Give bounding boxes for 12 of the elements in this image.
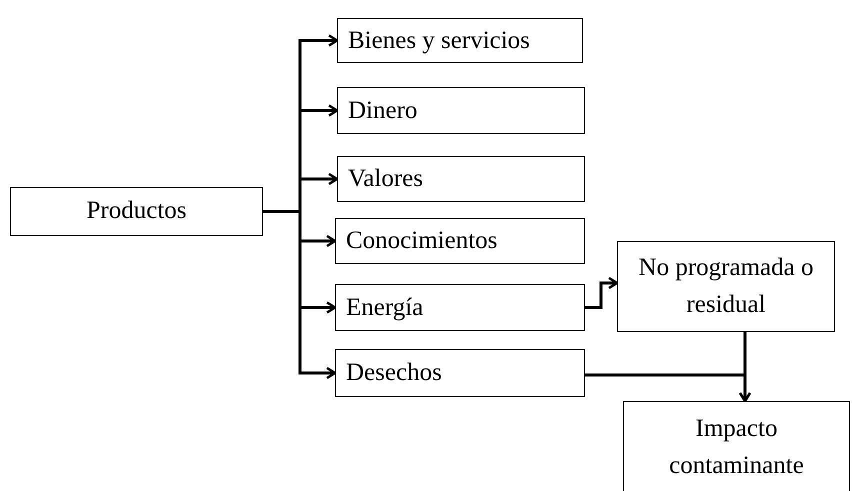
text-box: No programada o residual: [617, 241, 835, 332]
text-box: Dinero: [337, 87, 585, 134]
text-box: Productos: [10, 187, 263, 236]
text-box: Desechos: [335, 349, 585, 397]
text-box: Energía: [335, 284, 585, 331]
text-box: Valores: [337, 156, 585, 202]
text-box: Conocimientos: [335, 218, 585, 264]
connector-arrow: [738, 332, 752, 402]
text-box: Impacto contaminante: [623, 401, 850, 491]
connector-arrow: [585, 276, 618, 309]
text-box: Bienes y servicios: [337, 18, 583, 63]
connector-arrow: [263, 210, 336, 380]
